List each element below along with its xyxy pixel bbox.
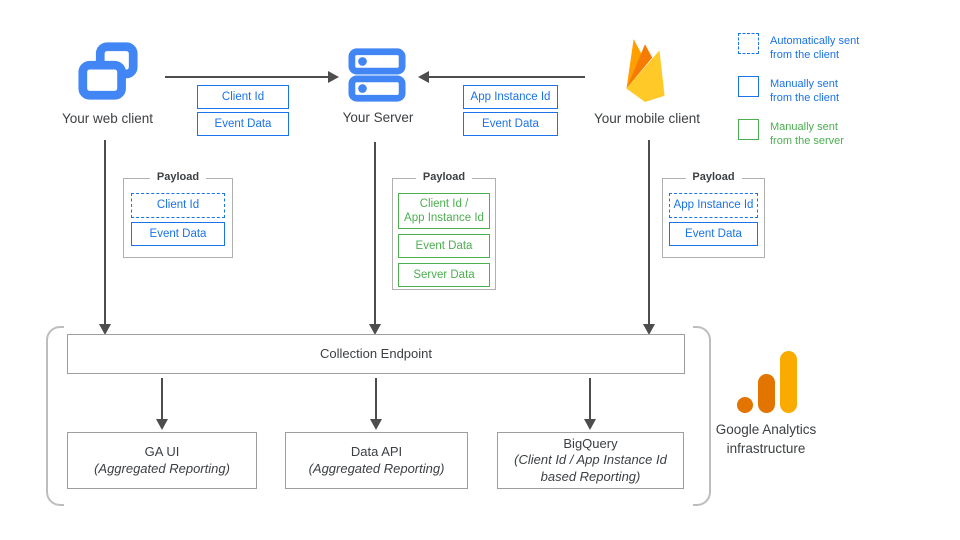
- flow-label-client-id: Client Id: [197, 85, 289, 109]
- flow-label-event-data-mobile: Event Data: [463, 112, 558, 136]
- server-icon: [348, 47, 406, 103]
- firebase-icon: [622, 37, 668, 103]
- payload-title: Payload: [149, 171, 207, 183]
- mobile-payload-group: Payload App Instance Id Event Data: [662, 171, 765, 258]
- mobile-down-arrow-line: [648, 140, 650, 326]
- flow-label-event-data-web: Event Data: [197, 112, 289, 136]
- payload-item-event-data: Event Data: [669, 222, 758, 246]
- collection-endpoint-box: Collection Endpoint: [67, 334, 685, 374]
- payload-item-app-instance-id: App Instance Id: [669, 193, 758, 218]
- flow-label-app-instance-id: App Instance Id: [463, 85, 558, 109]
- legend-swatch-solid-green: [738, 119, 759, 140]
- endpoint-to-gaui-arrow-line: [161, 378, 163, 420]
- payload-item-event-data: Event Data: [131, 222, 225, 246]
- endpoint-to-bigquery-arrowhead-icon: [584, 419, 596, 430]
- web-to-server-arrowhead-icon: [328, 71, 339, 83]
- web-down-arrowhead-icon: [99, 324, 111, 335]
- mobile-down-arrowhead-icon: [643, 324, 655, 335]
- payload-title: Payload: [685, 171, 742, 183]
- endpoint-to-bigquery-arrow-line: [589, 378, 591, 420]
- endpoint-to-gaui-arrowhead-icon: [156, 419, 168, 430]
- data-api-box: Data API (Aggregated Reporting): [285, 432, 468, 489]
- server-down-arrow-line: [374, 142, 376, 326]
- server-payload-group: Payload Client Id / App Instance Id Even…: [392, 171, 496, 290]
- mobile-to-server-arrowhead-icon: [418, 71, 429, 83]
- payload-item-client-or-app-id: Client Id / App Instance Id: [398, 193, 490, 229]
- endpoint-to-dataapi-arrowhead-icon: [370, 419, 382, 430]
- infrastructure-bracket-left: [46, 326, 64, 506]
- payload-item-client-id: Client Id: [131, 193, 225, 218]
- payload-item-event-data: Event Data: [398, 234, 490, 258]
- web-down-arrow-line: [104, 140, 106, 326]
- bigquery-box: BigQuery (Client Id / App Instance Id ba…: [497, 432, 684, 489]
- web-client-label: Your web client: [61, 111, 154, 126]
- ga-ui-box: GA UI (Aggregated Reporting): [67, 432, 257, 489]
- mobile-to-server-arrow-line: [429, 76, 585, 78]
- legend-swatch-solid-blue: [738, 76, 759, 97]
- legend-swatch-dashed-blue: [738, 33, 759, 54]
- web-to-server-arrow-line: [165, 76, 329, 78]
- web-client-icon: [77, 40, 139, 102]
- mobile-client-label: Your mobile client: [593, 111, 701, 126]
- infrastructure-bracket-right: [693, 326, 711, 506]
- payload-title: Payload: [415, 171, 473, 183]
- server-down-arrowhead-icon: [369, 324, 381, 335]
- endpoint-to-dataapi-arrow-line: [375, 378, 377, 420]
- web-payload-group: Payload Client Id Event Data: [123, 171, 233, 258]
- payload-item-server-data: Server Data: [398, 263, 490, 287]
- server-label: Your Server: [342, 110, 414, 125]
